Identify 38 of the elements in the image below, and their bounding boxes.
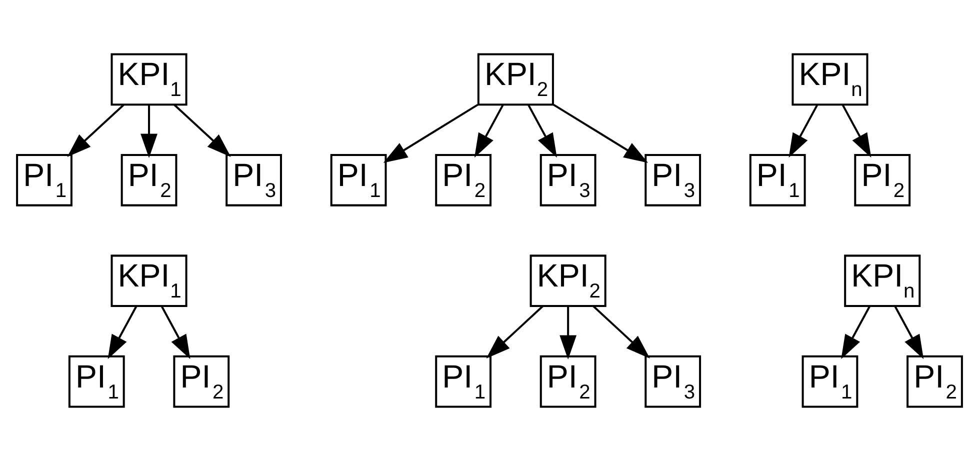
node-box: PI$_{2}$ xyxy=(539,355,596,408)
arrow xyxy=(140,104,157,158)
node-box: PI$_{2}$ xyxy=(854,154,910,206)
arrow xyxy=(526,104,556,158)
node-box: KPI$_{2}$ xyxy=(476,53,554,106)
arrow xyxy=(894,306,924,360)
node-box: KPI$_{2}$ xyxy=(529,254,606,308)
node-box: PI$_{2}$ xyxy=(172,355,230,408)
arrow xyxy=(160,306,190,360)
arrow xyxy=(552,104,648,163)
node-box: PI$_{3}$ xyxy=(225,154,282,206)
arrow xyxy=(173,104,230,157)
arrow xyxy=(66,104,124,157)
node-box: KPI$_{1}$ xyxy=(110,254,187,308)
arrow xyxy=(592,306,650,358)
node-box: KPI$_{n}$ xyxy=(844,254,920,308)
node-box: PI$_{1}$ xyxy=(68,355,124,408)
arrow xyxy=(788,104,818,158)
node-box: PI$_{3}$ xyxy=(644,355,701,408)
node-box: PI$_{3}$ xyxy=(644,154,701,206)
node-box: PI$_{1}$ xyxy=(748,154,806,206)
node-box: PI$_{1}$ xyxy=(434,355,492,408)
node-box: PI$_{1}$ xyxy=(330,154,386,206)
node-box: PI$_{1}$ xyxy=(801,355,858,408)
node-box: PI$_{2}$ xyxy=(120,154,177,206)
node-box: PI$_{2}$ xyxy=(906,355,962,408)
node-box: KPI$_{n}$ xyxy=(791,53,868,106)
node-box: PI$_{1}$ xyxy=(16,154,72,206)
node-box: PI$_{3}$ xyxy=(539,154,596,206)
node-box: KPI$_{1}$ xyxy=(110,53,187,106)
arrow xyxy=(474,104,504,158)
arrow xyxy=(559,306,576,360)
arrow xyxy=(486,306,543,358)
node-box: PI$_{2}$ xyxy=(434,154,492,206)
arrow xyxy=(841,104,871,158)
arrow xyxy=(107,306,137,360)
arrow xyxy=(840,306,870,360)
arrow xyxy=(382,104,478,163)
